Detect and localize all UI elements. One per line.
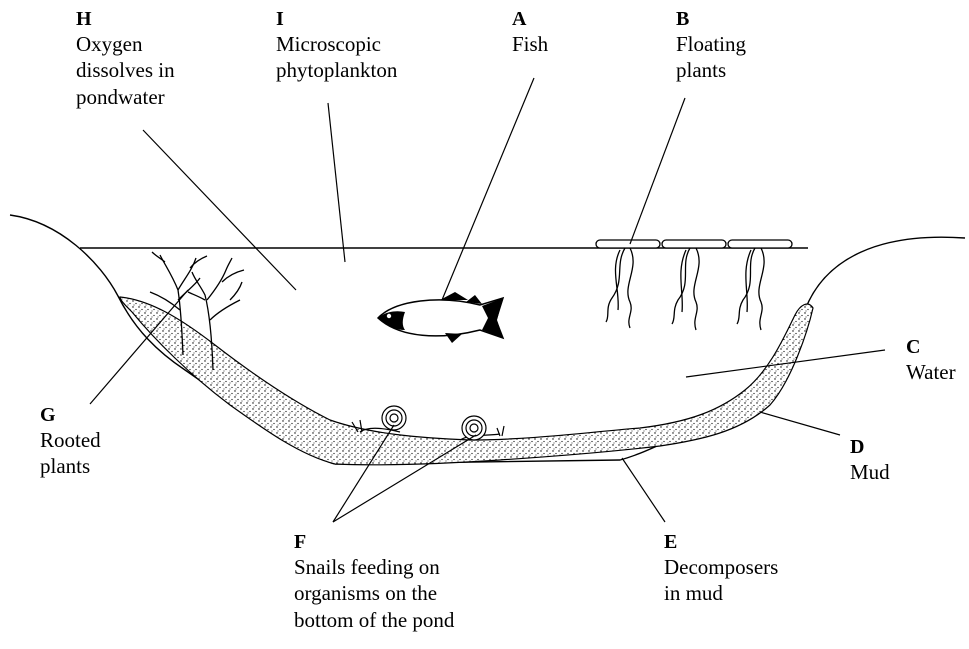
- label-b-floating-plants: B Floating plants: [676, 7, 746, 84]
- label-letter: E: [664, 530, 778, 554]
- label-letter: G: [40, 403, 101, 427]
- label-letter: I: [276, 7, 397, 31]
- label-a-fish: A Fish: [512, 7, 548, 57]
- label-i-phytoplankton: I Microscopic phytoplankton: [276, 7, 397, 84]
- label-text: Snails feeding on organisms on the botto…: [294, 554, 454, 633]
- label-text: Fish: [512, 31, 548, 57]
- label-text: Water: [906, 359, 956, 385]
- label-letter: H: [76, 7, 175, 31]
- label-text: Floating plants: [676, 31, 746, 84]
- label-letter: C: [906, 335, 956, 359]
- label-text: Microscopic phytoplankton: [276, 31, 397, 84]
- label-c-water: C Water: [906, 335, 956, 385]
- label-text: Rooted plants: [40, 427, 101, 480]
- label-text: Decomposers in mud: [664, 554, 778, 607]
- fish: [378, 292, 503, 343]
- label-text: Oxygen dissolves in pondwater: [76, 31, 175, 110]
- label-g-rooted-plants: G Rooted plants: [40, 403, 101, 480]
- label-h-oxygen: H Oxygen dissolves in pondwater: [76, 7, 175, 110]
- label-letter: A: [512, 7, 548, 31]
- label-e-decomposers: E Decomposers in mud: [664, 530, 778, 607]
- label-d-mud: D Mud: [850, 435, 890, 485]
- label-letter: D: [850, 435, 890, 459]
- label-f-snails: F Snails feeding on organisms on the bot…: [294, 530, 454, 633]
- label-text: Mud: [850, 459, 890, 485]
- floating-plants: [596, 240, 792, 330]
- label-letter: B: [676, 7, 746, 31]
- label-letter: F: [294, 530, 454, 554]
